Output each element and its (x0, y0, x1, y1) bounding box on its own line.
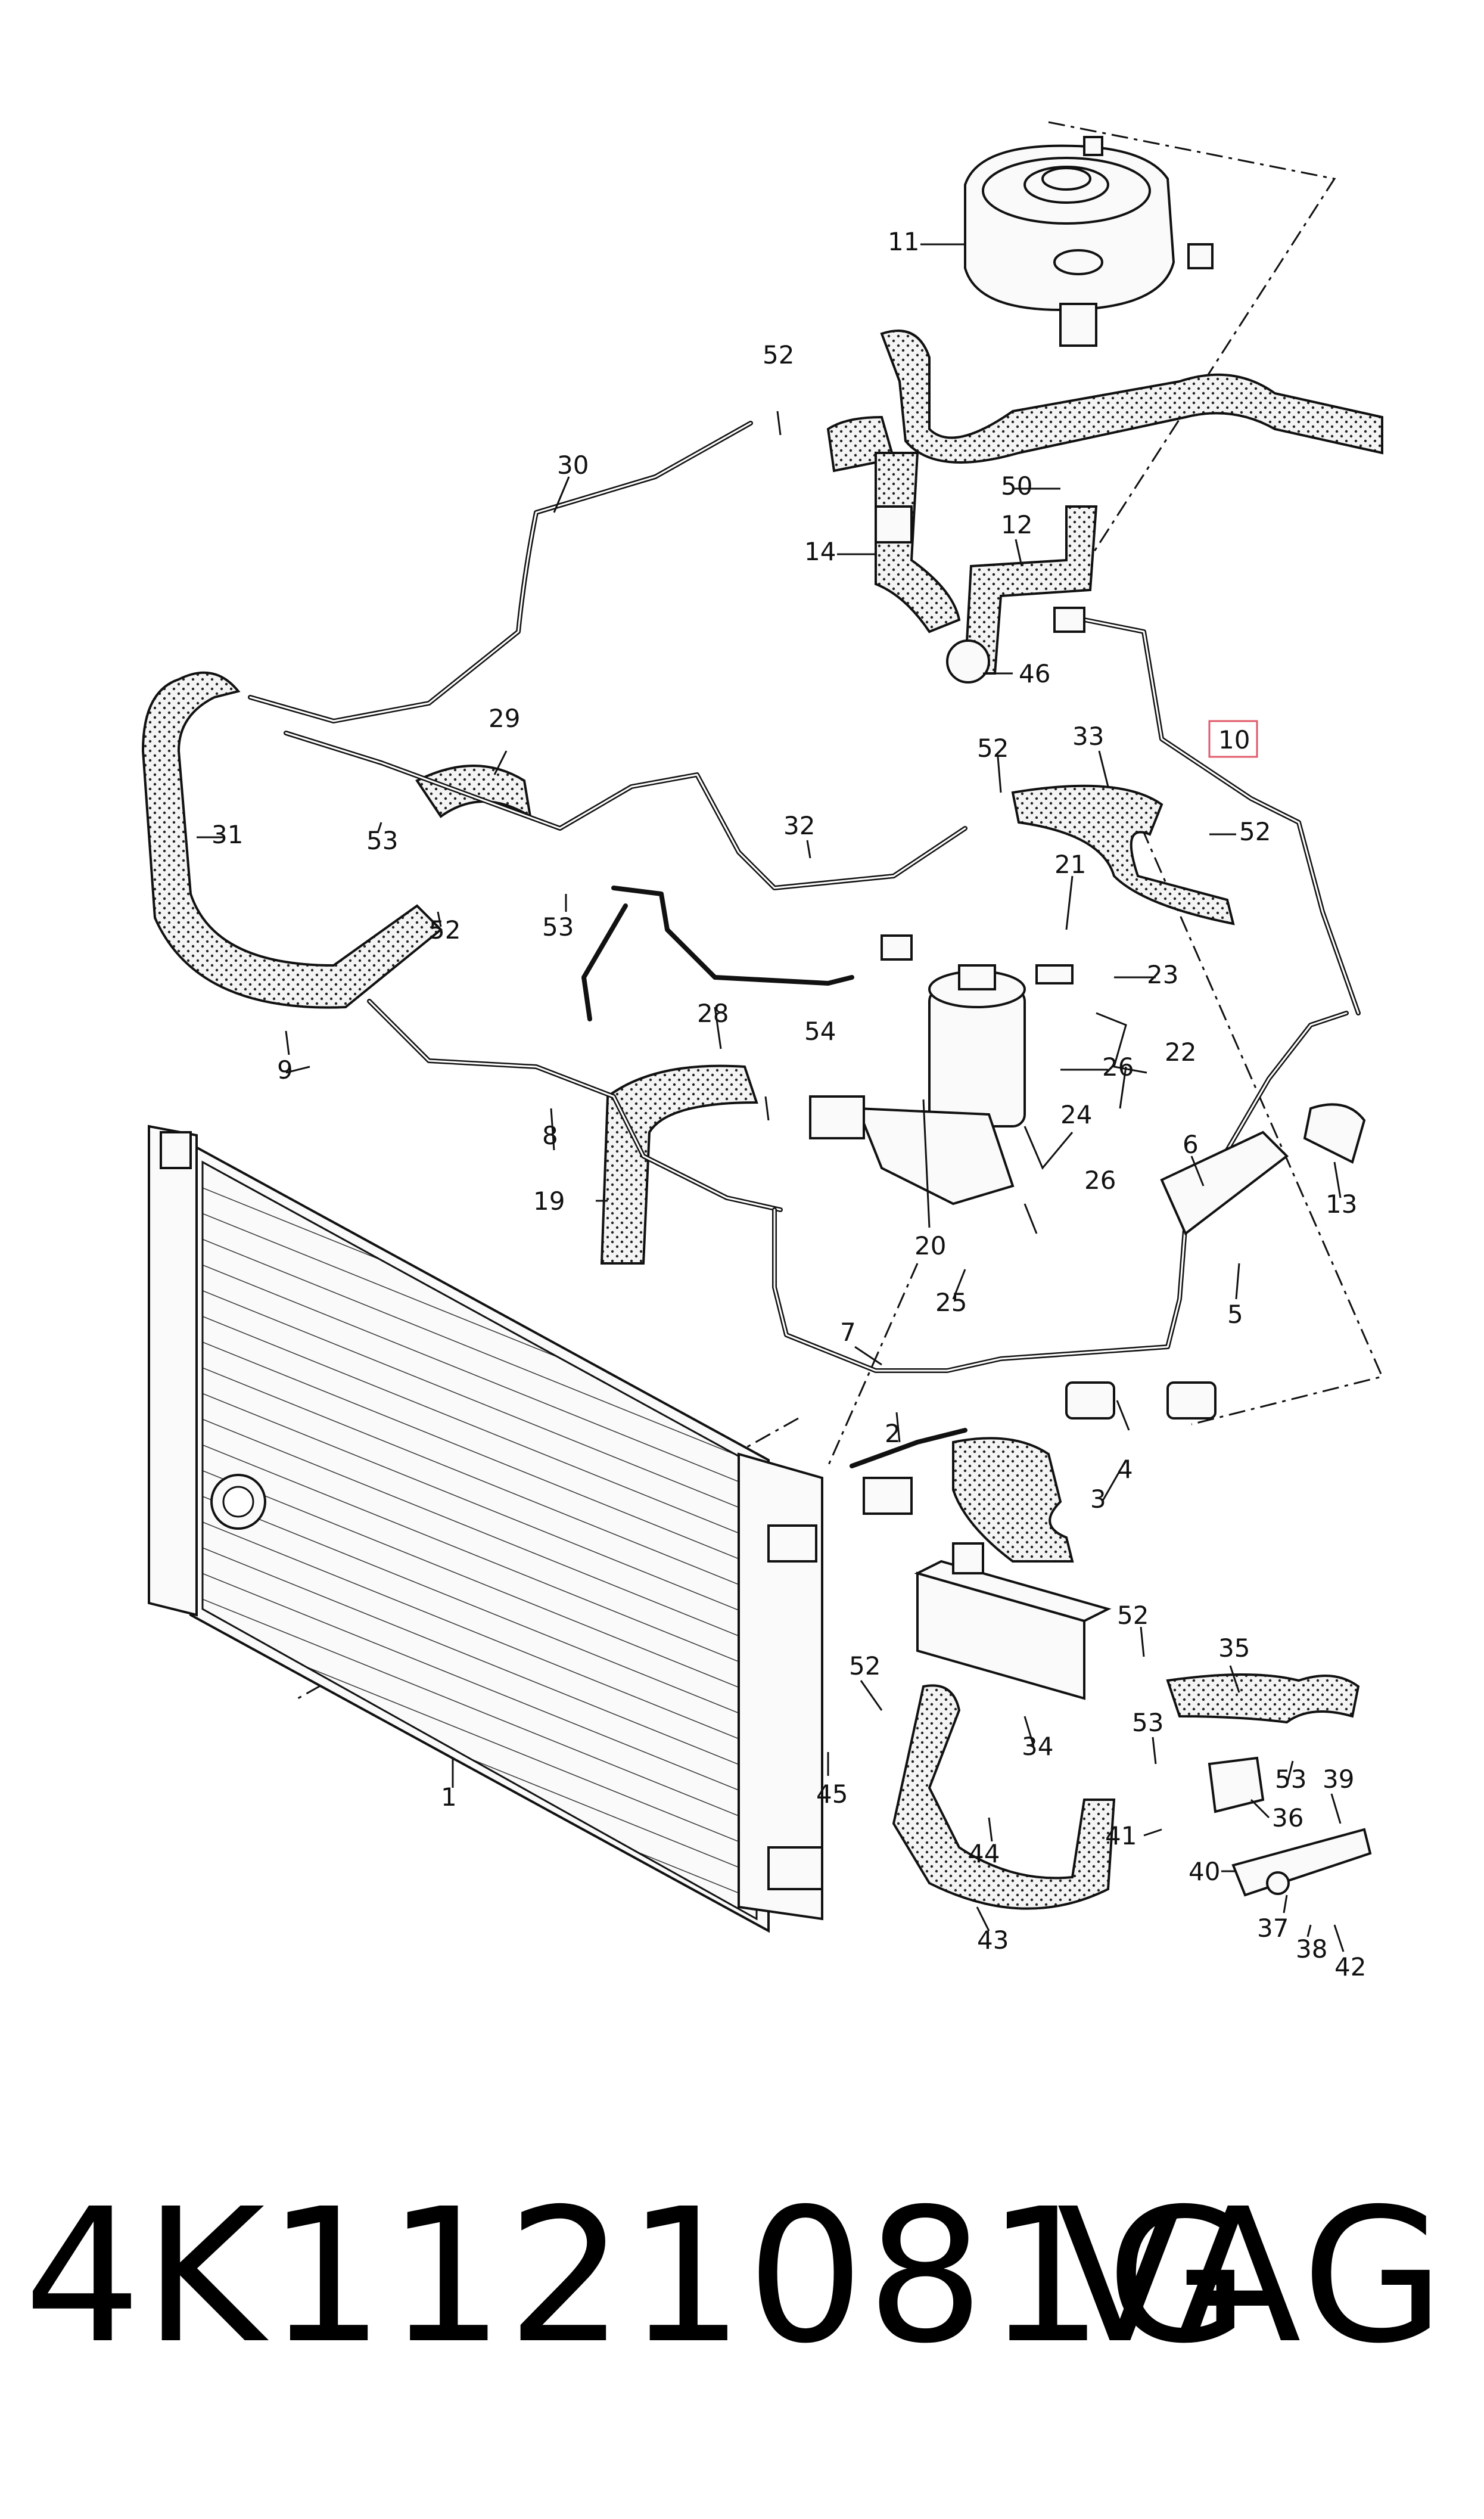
dash-dot-boundaries (297, 121, 1384, 1700)
callout-25: 25 (935, 1288, 967, 1317)
callout-12: 12 (1001, 510, 1032, 539)
callout-21: 21 (1054, 850, 1086, 879)
callout-43: 43 (977, 1925, 1009, 1955)
callout-52-top: 52 (763, 340, 794, 369)
callout-54: 54 (804, 1017, 836, 1046)
small-components (863, 607, 1372, 1897)
callout-26-top: 26 (1102, 1052, 1134, 1082)
coolant-system-exploded-diagram: 11 52 30 50 12 14 46 10 29 52 33 31 32 5… (141, 121, 1384, 1981)
callout-6: 6 (1183, 1130, 1199, 1159)
callout-2: 2 (885, 1419, 901, 1448)
oil-cooler (914, 1542, 1112, 1700)
callout-30: 30 (557, 451, 589, 480)
callout-20: 20 (914, 1231, 946, 1260)
callout-26-bottom: 26 (1084, 1166, 1116, 1195)
callout-7: 7 (840, 1318, 856, 1347)
expansion-tank (964, 136, 1214, 347)
callout-41: 41 (1105, 1821, 1137, 1850)
footer: 4K1121081G VAG (0, 2169, 1484, 2419)
callout-45: 45 (816, 1779, 848, 1809)
callout-52-right: 52 (1239, 817, 1271, 846)
callout-44: 44 (968, 1839, 1000, 1868)
callout-52-mid: 52 (977, 734, 1009, 763)
callout-9: 9 (277, 1055, 293, 1085)
callout-1: 1 (441, 1782, 457, 1812)
highlight-box (1208, 720, 1258, 758)
callout-40: 40 (1189, 1857, 1220, 1886)
callout-24: 24 (1060, 1100, 1092, 1129)
callout-5: 5 (1227, 1300, 1243, 1329)
callout-22: 22 (1165, 1038, 1196, 1067)
callout-23: 23 (1147, 960, 1178, 989)
callout-3: 3 (1090, 1484, 1106, 1514)
callout-35: 35 (1218, 1633, 1250, 1663)
radiator (148, 1125, 823, 1933)
callout-53-lower-right: 53 (1275, 1765, 1306, 1794)
callout-4: 4 (1117, 1455, 1133, 1484)
callout-36: 36 (1272, 1803, 1303, 1832)
part-number: 4K1121081G (24, 2169, 1252, 2384)
callout-34: 34 (1022, 1732, 1053, 1761)
callout-37: 37 (1257, 1914, 1289, 1943)
callout-11: 11 (888, 227, 919, 256)
callout-53-left: 53 (366, 826, 398, 855)
callout-32: 32 (783, 811, 815, 840)
callout-39: 39 (1323, 1765, 1354, 1794)
callout-46: 46 (1019, 659, 1050, 688)
callout-52-lower-left: 52 (849, 1651, 881, 1681)
callout-33: 33 (1072, 722, 1104, 751)
callout-53-lower: 53 (1132, 1708, 1163, 1737)
callout-10: 10 (1218, 725, 1250, 754)
callout-38: 38 (1296, 1934, 1327, 1964)
leader-lines (197, 243, 1345, 1952)
callout-50: 50 (1001, 471, 1032, 501)
callout-labels: 11 52 30 50 12 14 46 10 29 52 33 31 32 5… (211, 227, 1366, 1981)
brand-name: VAG (1056, 2169, 1448, 2384)
callout-31: 31 (211, 820, 243, 849)
callout-42: 42 (1334, 1952, 1366, 1981)
oil-filter-housing (809, 964, 1026, 1206)
callout-53-mid: 53 (542, 912, 574, 942)
callout-14: 14 (804, 537, 836, 566)
callout-28: 28 (697, 999, 729, 1028)
callout-29: 29 (489, 704, 520, 733)
callout-52-lower-right: 52 (1117, 1601, 1149, 1630)
callout-8: 8 (542, 1121, 558, 1150)
thin-pipes (248, 421, 1361, 1468)
callout-52-left: 52 (429, 915, 461, 945)
callout-13: 13 (1326, 1189, 1357, 1219)
callout-19: 19 (533, 1186, 565, 1216)
